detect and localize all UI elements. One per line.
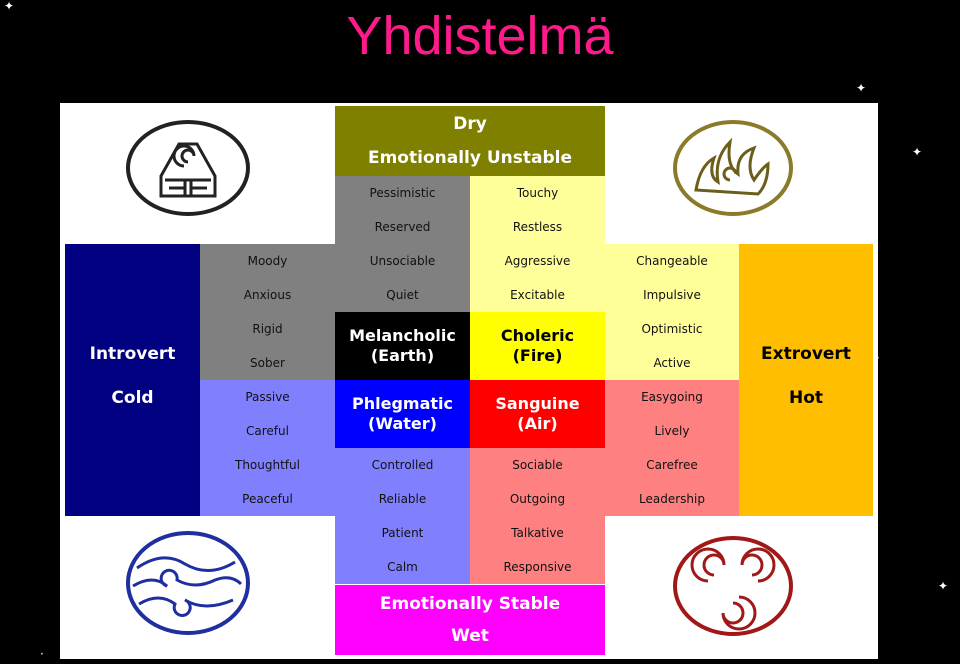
blue-left-trait: Peaceful bbox=[200, 482, 335, 516]
emotionally-stable-label: Emotionally Stable bbox=[379, 594, 561, 614]
gray-left-trait: Anxious bbox=[200, 278, 335, 312]
star-decoration: ✦ bbox=[912, 145, 923, 159]
gray-left-trait: Moody bbox=[200, 244, 335, 278]
earth-emblem-icon bbox=[126, 120, 250, 216]
slide-title: Yhdistelmä bbox=[346, 6, 614, 66]
melancholic-core: Melancholic (Earth) bbox=[335, 312, 470, 380]
gray-left-trait: Sober bbox=[200, 346, 335, 380]
yellow-top-trait: Excitable bbox=[470, 278, 605, 312]
gray-left-trait: Rigid bbox=[200, 312, 335, 346]
blue-bottom-trait: Reliable bbox=[335, 482, 470, 516]
dry-band: Dry Emotionally Unstable bbox=[335, 106, 605, 176]
red-right-trait: Carefree bbox=[605, 448, 739, 482]
hot-label: Hot bbox=[788, 388, 824, 408]
yellow-top-trait: Restless bbox=[470, 210, 605, 244]
extrovert-band: Extrovert Hot bbox=[739, 244, 873, 516]
air-emblem-icon bbox=[673, 536, 793, 636]
introvert-label: Introvert bbox=[89, 344, 176, 364]
yellow-top-trait: Aggressive bbox=[470, 244, 605, 278]
blue-left-trait: Careful bbox=[200, 414, 335, 448]
gray-top-trait: Quiet bbox=[335, 278, 470, 312]
yellow-right-trait: Changeable bbox=[605, 244, 739, 278]
introvert-band: Introvert Cold bbox=[65, 244, 200, 516]
gray-top-trait: Pessimistic bbox=[335, 176, 470, 210]
wet-label: Wet bbox=[451, 626, 489, 646]
blue-left-trait: Thoughtful bbox=[200, 448, 335, 482]
blue-bottom-trait: Patient bbox=[335, 516, 470, 550]
cold-label: Cold bbox=[111, 388, 154, 408]
yellow-top-trait: Touchy bbox=[470, 176, 605, 210]
star-decoration: ✦ bbox=[856, 81, 867, 95]
star-decoration: ✦ bbox=[4, 0, 15, 13]
red-bottom-trait: Responsive bbox=[470, 550, 605, 584]
red-bottom-trait: Sociable bbox=[470, 448, 605, 482]
wet-band: Emotionally Stable Wet bbox=[335, 585, 605, 655]
star-decoration: ✦ bbox=[938, 579, 949, 593]
blue-left-trait: Passive bbox=[200, 380, 335, 414]
dry-label: Dry bbox=[453, 114, 487, 134]
phlegmatic-core: Phlegmatic (Water) bbox=[335, 380, 470, 448]
gray-top-trait: Unsociable bbox=[335, 244, 470, 278]
choleric-core: Choleric (Fire) bbox=[470, 312, 605, 380]
temperament-diagram: Dry Emotionally Unstable Emotionally Sta… bbox=[60, 103, 878, 659]
sanguine-core: Sanguine (Air) bbox=[470, 380, 605, 448]
fire-emblem-icon bbox=[673, 120, 793, 216]
yellow-right-trait: Active bbox=[605, 346, 739, 380]
gray-top-trait: Reserved bbox=[335, 210, 470, 244]
red-right-trait: Easygoing bbox=[605, 380, 739, 414]
red-bottom-trait: Talkative bbox=[470, 516, 605, 550]
red-right-trait: Leadership bbox=[605, 482, 739, 516]
red-bottom-trait: Outgoing bbox=[470, 482, 605, 516]
water-emblem-icon bbox=[126, 531, 250, 635]
red-right-trait: Lively bbox=[605, 414, 739, 448]
star-decoration: · bbox=[40, 647, 44, 661]
blue-bottom-trait: Controlled bbox=[335, 448, 470, 482]
yellow-right-trait: Optimistic bbox=[605, 312, 739, 346]
extrovert-label: Extrovert bbox=[761, 344, 851, 364]
blue-bottom-trait: Calm bbox=[335, 550, 470, 584]
yellow-right-trait: Impulsive bbox=[605, 278, 739, 312]
emotionally-unstable-label: Emotionally Unstable bbox=[367, 148, 573, 168]
